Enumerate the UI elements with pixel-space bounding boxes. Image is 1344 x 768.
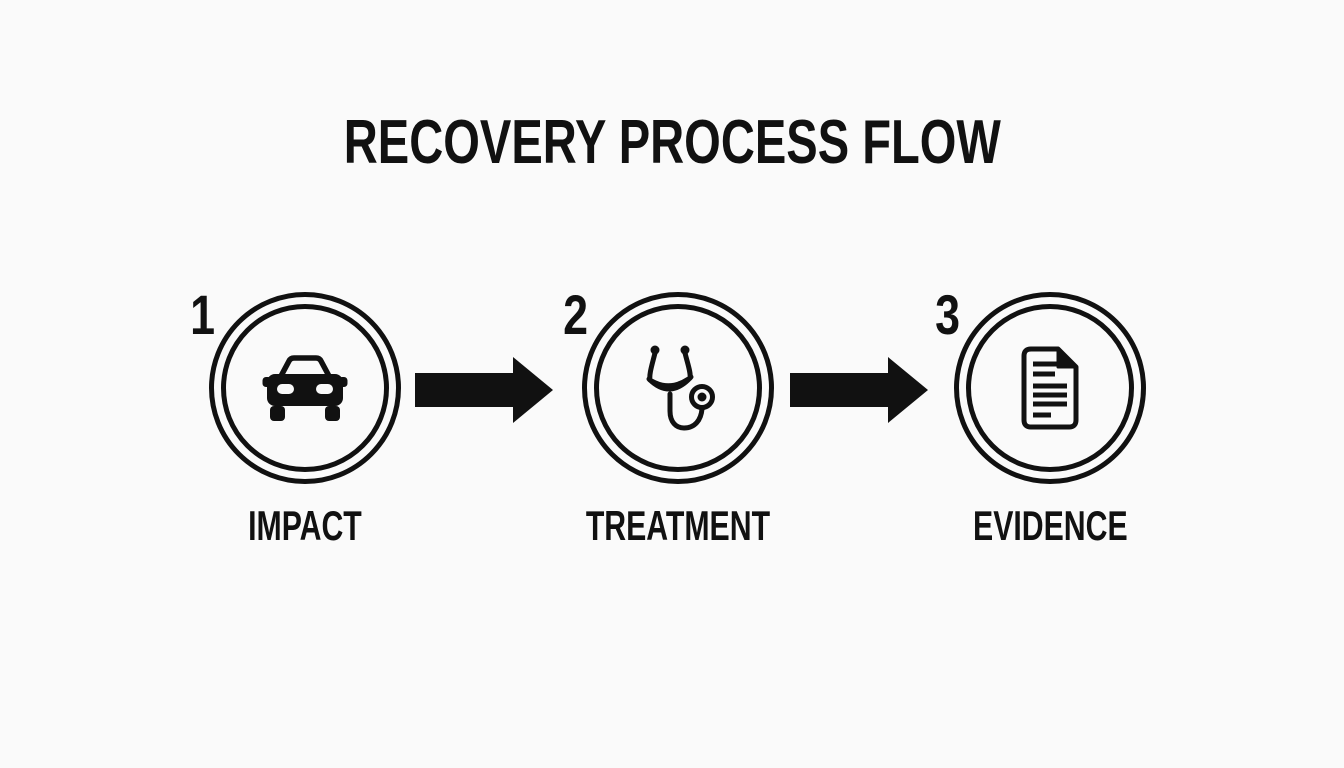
step-2-label: TREATMENT [585,502,771,549]
step-2-number: 2 [563,283,589,346]
step-3-label: EVIDENCE [972,502,1128,549]
step-3-circle [954,292,1146,484]
step-3-number: 3 [935,283,961,346]
document-icon [1021,346,1079,430]
car-icon [262,355,348,421]
flow-arrow-2 [790,357,928,423]
step-1-number: 1 [190,283,216,346]
step-2-inner-ring [594,304,762,472]
step-2-circle [582,292,774,484]
step-3-inner-ring [966,304,1134,472]
step-1-label: IMPACT [248,502,362,549]
stethoscope-icon [646,345,715,431]
flow-arrow-1 [415,357,553,423]
step-1-inner-ring [221,304,389,472]
page-title-text: RECOVERY PROCESS FLOW [343,108,1001,177]
page-title: RECOVERY PROCESS FLOW [0,112,1344,174]
step-1-circle [209,292,401,484]
